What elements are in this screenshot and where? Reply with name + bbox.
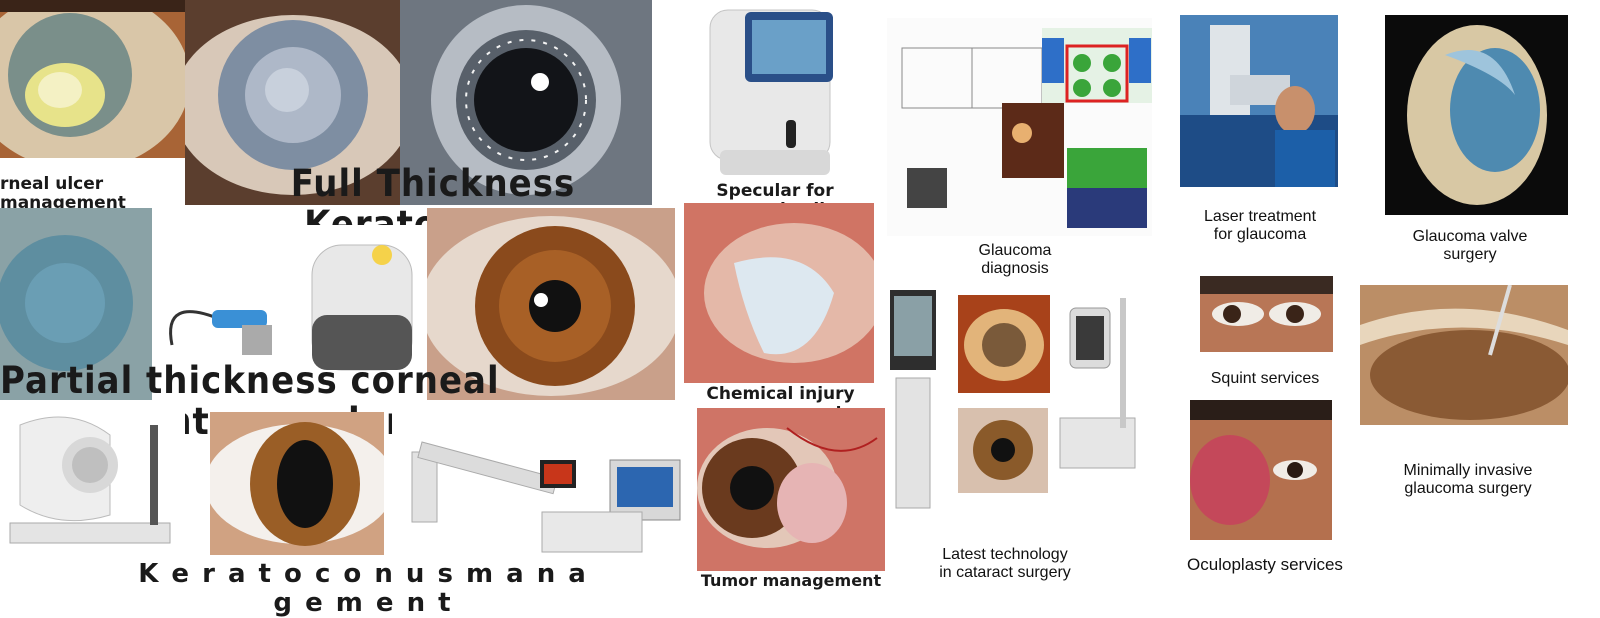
glaucoma-valve-photo [1385, 15, 1568, 215]
oculoplasty-label: Oculoplasty services [1187, 555, 1343, 574]
keratoconus-eye-photo [210, 412, 384, 555]
keratoplasty-photo-2 [400, 0, 652, 205]
laser-glaucoma-label: Laser treatment for glaucoma [1203, 208, 1317, 243]
laser-treatment-photo [1180, 15, 1338, 187]
phaco-monitor-photo [888, 288, 938, 513]
squint-photo [1200, 276, 1333, 352]
topographer-photo [0, 405, 185, 553]
cataract-photo-2 [958, 408, 1048, 493]
partial-thickness-photo-2 [427, 208, 675, 400]
corneal-ulcer-photo [0, 0, 185, 158]
keratoplasty-photo-1 [185, 0, 400, 205]
biometer-photo [1050, 288, 1142, 478]
glaucoma-diagnosis-label: Glaucoma diagnosis [978, 242, 1052, 277]
corneal-ulcer-label: rneal ulcer management [0, 174, 126, 213]
specular-microscope-photo [690, 0, 855, 182]
migs-label: Minimally invasive glaucoma surgery [1403, 462, 1533, 497]
squint-label: Squint services [1210, 370, 1320, 387]
tumor-label: Tumor management [700, 571, 882, 590]
surgical-device-photo [152, 225, 427, 385]
keratoconus-label: K e r a t o c o n u s m a n a g e m e n … [138, 559, 588, 618]
glaucoma-report-image [887, 18, 1152, 236]
partial-thickness-photo-1 [0, 208, 152, 400]
cataract-tech-label: Latest technology in cataract surgery [939, 546, 1071, 581]
glaucoma-valve-label: Glaucoma valve surgery [1412, 228, 1528, 263]
surgical-microscope-photo [392, 412, 687, 562]
migs-photo [1360, 285, 1568, 425]
cataract-photo-1 [958, 295, 1050, 393]
tumor-photo [697, 408, 885, 571]
oculoplasty-photo [1190, 400, 1332, 540]
chemical-injury-photo [684, 203, 874, 383]
